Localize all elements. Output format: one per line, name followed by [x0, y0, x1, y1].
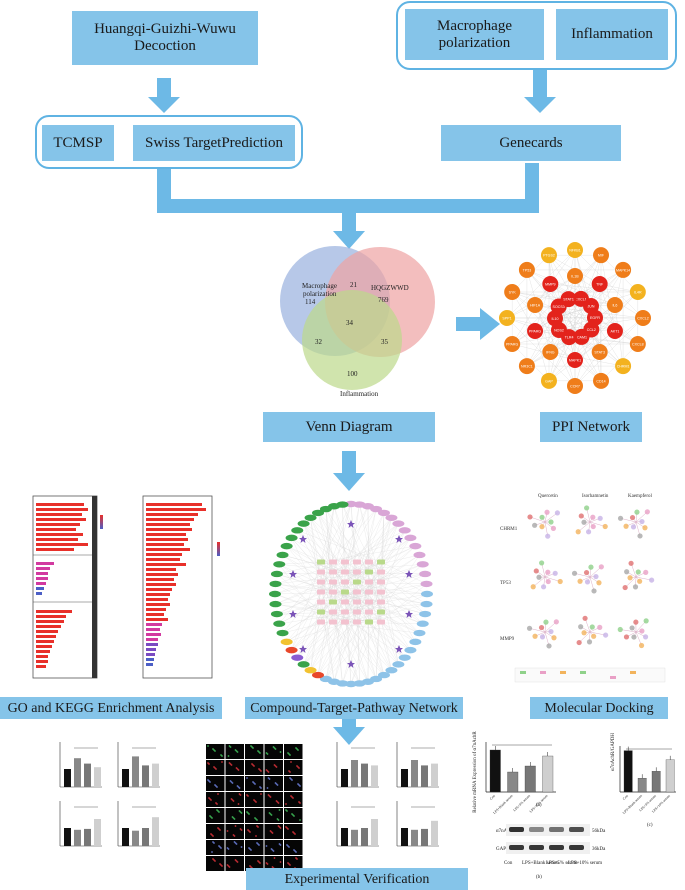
ctp-text: Compound-Target-Pathway Network [250, 700, 458, 716]
disease-frame [396, 1, 677, 70]
experimental-text: Experimental Verification [284, 871, 430, 887]
inflammation-box: Inflammation [556, 9, 668, 60]
genecards-box: Genecards [441, 125, 621, 161]
venn-diagram-label: Venn Diagram [263, 412, 435, 442]
macrophage-line2: polarization [438, 34, 511, 51]
experimental-label: Experimental Verification [246, 868, 468, 890]
ppi-network-label: PPI Network [540, 412, 642, 442]
hqgzwwd-title-line2: Decoction [134, 38, 196, 54]
hqgzwwd-title-line1: Huangqi-Guizhi-Wuwu [94, 21, 236, 37]
inflammation-label: Inflammation [571, 26, 653, 42]
docking-text: Molecular Docking [544, 700, 654, 716]
ctp-label: Compound-Target-Pathway Network [245, 697, 463, 719]
macrophage-line1: Macrophage [437, 17, 512, 34]
docking-label: Molecular Docking [530, 697, 668, 719]
venn-diagram-text: Venn Diagram [305, 418, 393, 435]
tcmsp-box: TCMSP [42, 125, 114, 161]
swiss-box: Swiss TargetPrediction [133, 125, 295, 161]
database-frame [35, 115, 303, 169]
tcmsp-label: TCMSP [53, 134, 103, 151]
genecards-label: Genecards [499, 134, 563, 151]
go-kegg-text: GO and KEGG Enrichment Analysis [7, 700, 215, 716]
go-kegg-label: GO and KEGG Enrichment Analysis [0, 697, 222, 719]
swiss-label: Swiss TargetPrediction [145, 134, 283, 151]
ppi-network-text: PPI Network [552, 418, 630, 435]
